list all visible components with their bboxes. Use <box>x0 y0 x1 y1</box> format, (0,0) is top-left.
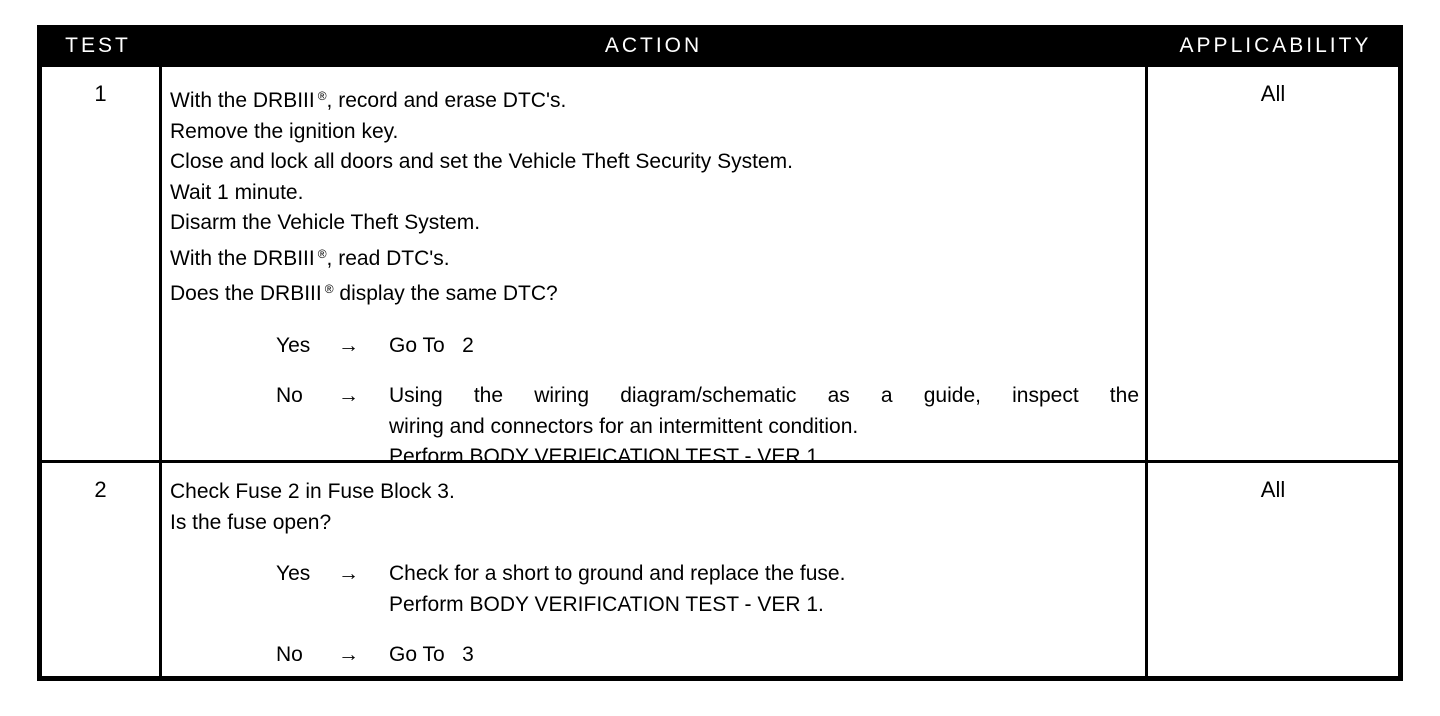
header-test: TEST <box>65 34 131 57</box>
row-1-action: With the DRBIII®, record and erase DTC's… <box>162 67 1145 468</box>
registered-mark: ® <box>317 89 327 103</box>
result-line: Go To 2 <box>389 333 474 357</box>
row-2-results: Yes → Check for a short to ground and repl… <box>170 559 1145 671</box>
header-action: ACTION <box>604 34 703 57</box>
result-yes: Yes → Check for a short to ground and repl… <box>170 559 1145 620</box>
result-line: wiring and connectors for an intermitten… <box>389 414 859 438</box>
step-text: Is the fuse open? <box>170 510 332 534</box>
result-text: Go To 2 <box>389 331 1139 362</box>
row-1-applicability: All <box>1148 67 1398 460</box>
row-2-action: Check Fuse 2 in Fuse Block 3. Is the fuse… <box>162 463 1145 676</box>
result-no: No → Using the wiring diagram/schematic as… <box>170 381 1145 473</box>
result-label: Yes <box>276 333 311 357</box>
result-line: Check for a short to ground and replace … <box>389 562 846 585</box>
header-applicability: APPLICABILITY <box>1179 34 1372 57</box>
result-line: Using the wiring diagram/schematic as a … <box>389 384 1139 407</box>
step-text: Check Fuse 2 in Fuse Block 3. <box>170 480 455 503</box>
action-step: Wait 1 minute. <box>170 178 1145 209</box>
result-line: Go To 3 <box>389 643 474 666</box>
right-arrow-icon: → <box>338 562 359 585</box>
action-step: With the DRBIII®, read DTC's. <box>170 239 1145 275</box>
result-line: Perform BODY VERIFICATION TEST - VER 1. <box>389 445 824 468</box>
step-text: , record and erase DTC's. <box>326 89 567 112</box>
result-text: Check for a short to ground and replace … <box>389 559 1139 620</box>
registered-mark: ® <box>324 282 334 296</box>
result-line: Perform BODY VERIFICATION TEST - VER 1. <box>389 592 824 616</box>
result-label: No <box>276 643 303 666</box>
step-text: Disarm the Vehicle Theft System. <box>170 211 481 234</box>
row-1-steps: With the DRBIII®, record and erase DTC's… <box>170 81 1145 310</box>
right-arrow-icon: → <box>338 384 359 407</box>
row-1-results: Yes → Go To 2 No → Using the wiring diagram/s… <box>170 331 1145 473</box>
right-arrow-icon: → <box>338 643 359 666</box>
result-text: Using the wiring diagram/schematic as a … <box>389 381 1139 473</box>
step-text: , read DTC's. <box>326 246 450 270</box>
result-no: No → Go To 3 <box>170 640 1145 671</box>
step-text: Remove the ignition key. <box>170 119 399 143</box>
row-2-test-number: 2 <box>42 463 159 676</box>
action-step: Close and lock all doors and set the Veh… <box>170 147 1145 178</box>
row-2-applicability: All <box>1148 463 1398 676</box>
table-header: TEST ACTION APPLICABILITY <box>37 25 1403 65</box>
row-1-test-number: 1 <box>42 67 159 460</box>
step-text: Close and lock all doors and set the Veh… <box>170 150 793 173</box>
action-step: Disarm the Vehicle Theft System. <box>170 208 1145 239</box>
result-yes: Yes → Go To 2 <box>170 331 1145 362</box>
registered-mark: ® <box>317 246 327 261</box>
step-text: With the DRBIII <box>170 89 315 112</box>
result-label: No <box>276 384 303 407</box>
step-text: Wait 1 minute. <box>170 180 304 204</box>
row-2-steps: Check Fuse 2 in Fuse Block 3. Is the fuse… <box>170 477 1145 538</box>
step-text: display the same DTC? <box>333 282 558 305</box>
action-step: Is the fuse open? <box>170 508 1145 539</box>
result-label: Yes <box>276 562 311 585</box>
step-text: With the DRBIII <box>170 246 315 270</box>
action-step: With the DRBIII®, record and erase DTC's… <box>170 81 1145 117</box>
action-step: Check Fuse 2 in Fuse Block 3. <box>170 477 1145 508</box>
action-step: Does the DRBIII® display the same DTC? <box>170 274 1145 310</box>
step-text: Does the DRBIII <box>170 282 322 305</box>
result-text: Go To 3 <box>389 640 1139 671</box>
right-arrow-icon: → <box>338 333 359 357</box>
action-step: Remove the ignition key. <box>170 117 1145 148</box>
diagnostic-table: TEST ACTION APPLICABILITY 1 With the DRB… <box>37 25 1403 681</box>
